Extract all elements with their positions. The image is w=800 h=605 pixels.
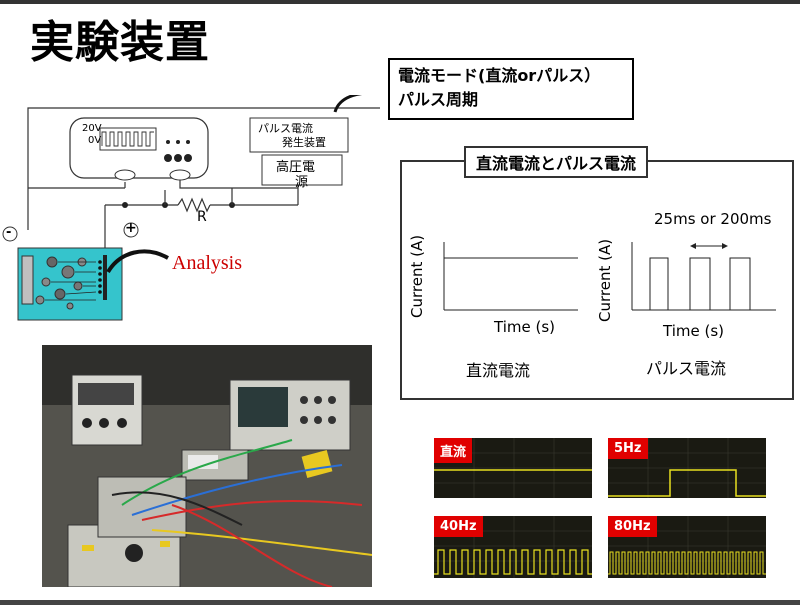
dc-caption: 直流電流 <box>466 361 531 380</box>
osc-dc: 直流 <box>434 438 592 498</box>
osc-80hz-label: 80Hz <box>608 516 657 537</box>
voltage-high-label: 20V <box>82 123 102 134</box>
lab-setup-drawing <box>42 345 372 587</box>
bottom-bar <box>0 600 800 605</box>
pulse-generator-line1: パルス電流 <box>258 122 313 135</box>
dc-y-label: Current (A) <box>408 234 426 318</box>
pulse-current-trace <box>649 257 751 311</box>
top-bar <box>0 0 800 4</box>
hv-supply-line1: 高圧電 <box>276 160 316 175</box>
circuit-wiring <box>2 95 380 321</box>
mode-line2: パルス周期 <box>398 90 479 109</box>
mode-line1: 電流モード(直流orパルス） <box>398 66 601 85</box>
plus-terminal: + <box>125 220 137 236</box>
pulse-period-label: 25ms or 200ms <box>654 210 772 228</box>
current-waveforms <box>443 242 776 311</box>
osc-40hz: 40Hz <box>434 516 592 578</box>
pulse-caption: パルス電流 <box>646 359 727 378</box>
dc-x-label: Time (s) <box>494 318 555 336</box>
osc-5hz-label: 5Hz <box>608 438 648 459</box>
dc-pulse-panel-title: 直流電流とパルス電流 <box>464 146 649 178</box>
osc-80hz: 80Hz <box>608 516 766 578</box>
pulse-x-label: Time (s) <box>663 322 724 340</box>
voltage-low-label: 0V <box>88 135 102 146</box>
minus-terminal: - <box>6 225 12 240</box>
pulse-y-label: Current (A) <box>596 238 614 322</box>
hv-supply-line2: 源 <box>295 175 309 190</box>
osc-5hz: 5Hz <box>608 438 766 498</box>
resistor-label: R <box>197 209 207 225</box>
pulse-generator-line2: 発生装置 <box>282 136 326 149</box>
slide-title: 実験装置 <box>30 17 210 68</box>
analysis-label: Analysis <box>172 252 242 274</box>
lab-setup-photo <box>42 345 372 587</box>
circuit-diagram: 20V 0V パルス電流 発生装置 高圧電 源 R - + Analysis <box>0 95 390 335</box>
current-mode-box: 電流モード(直流orパルス） パルス周期 <box>388 58 634 120</box>
osc-dc-label: 直流 <box>434 438 473 463</box>
osc-40hz-label: 40Hz <box>434 516 483 537</box>
